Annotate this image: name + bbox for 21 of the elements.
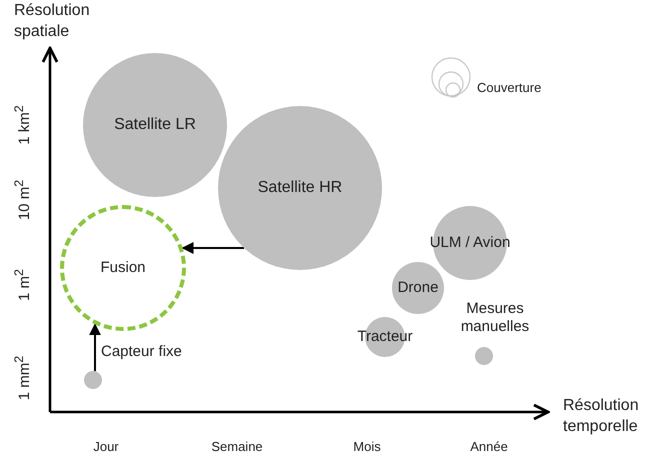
tick-label: Jour (93, 438, 119, 456)
bubble (392, 262, 444, 314)
arrow (89, 323, 101, 372)
bubble-label: Tracteur (357, 328, 413, 346)
bubble (475, 347, 493, 365)
bubble-label: Drone (398, 279, 438, 297)
bubble (84, 371, 102, 389)
bubble-caption: Mesures manuelles (460, 300, 530, 336)
arrow (182, 242, 244, 254)
dashed-circle (60, 205, 186, 331)
legend-label: Couverture (477, 79, 542, 97)
bubble-label: Satellite HR (258, 179, 342, 197)
bubble-label: ULM / Avion (430, 234, 510, 252)
bubble-label: Satellite LR (114, 116, 196, 134)
tick-label: Semaine (211, 438, 263, 456)
tick-label: Année (470, 438, 508, 456)
bubble-caption: Capteur fixe (101, 343, 182, 361)
tick-label: Mois (353, 438, 381, 456)
bubble-label: Fusion (100, 259, 146, 277)
axis-title: Résolution temporelle (563, 396, 640, 437)
axis-title: Résolution spatiale (14, 1, 91, 42)
